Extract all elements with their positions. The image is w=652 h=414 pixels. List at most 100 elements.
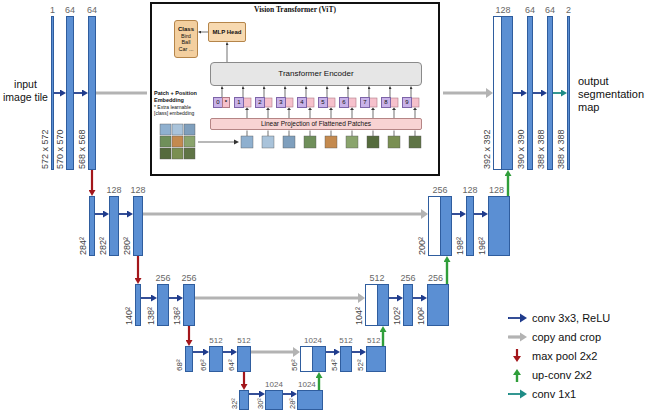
- channel-count: 512: [367, 336, 380, 345]
- legend-arrowhead: [513, 369, 521, 375]
- conv-arrow: [249, 393, 259, 395]
- feature-map-size: 568 x 568: [78, 129, 87, 169]
- patch-link: [247, 131, 248, 137]
- channel-count: 128: [489, 185, 504, 195]
- box-label: Class: [178, 26, 194, 33]
- patch-embedding-tokens: [243, 98, 419, 107]
- legend-arrow-shaft: [508, 335, 521, 338]
- vit-arrow: [411, 89, 412, 97]
- feature-map-size: 30²: [257, 398, 265, 409]
- feature-map-size: 138²: [147, 307, 156, 325]
- source-patch: [172, 136, 183, 147]
- image-patch: [367, 136, 379, 148]
- conv-arrow: [452, 213, 460, 215]
- conv-arrow: [533, 92, 541, 94]
- projection-arrow: [289, 110, 290, 118]
- arrowhead: [245, 108, 249, 111]
- conv-arrow: [119, 213, 127, 215]
- arrowhead: [350, 108, 354, 111]
- up-conv-arrow: [507, 176, 509, 196]
- conv-arrow: [95, 213, 103, 215]
- source-image-grid: [160, 124, 195, 159]
- box-label: 9: [405, 99, 408, 106]
- box-label: 6: [342, 99, 345, 106]
- projection-arrow: [373, 110, 374, 118]
- vit-arrow: [306, 89, 307, 97]
- patch-token: [369, 98, 377, 107]
- channel-count: 256: [428, 273, 443, 283]
- feature-map-bar: 51266²: [209, 346, 223, 372]
- box-label: 8: [384, 99, 387, 106]
- channel-count: 1: [50, 5, 55, 15]
- position-token: 6: [339, 97, 348, 108]
- feature-map-size: 388 x 388: [557, 129, 566, 169]
- conv1x1-arrow: [553, 92, 561, 94]
- max-pool-arrow: [137, 256, 139, 278]
- box-label: 1: [237, 99, 240, 106]
- position-token: 1: [234, 97, 243, 108]
- feature-map-size: 102²: [393, 307, 402, 325]
- feature-map-bar: 284²: [89, 196, 95, 256]
- vit-arrow: [227, 45, 228, 62]
- image-patch: [346, 136, 358, 148]
- feature-map-bar: 64388 x 388: [547, 16, 553, 170]
- legend-text: copy and crop: [532, 331, 601, 343]
- feature-map-size: 282²: [99, 237, 108, 255]
- channel-count: 2: [566, 5, 571, 15]
- arrowhead: [266, 108, 270, 111]
- vit-arrow: [222, 89, 223, 97]
- vit-arrow: [243, 89, 244, 97]
- mlp-head-box: MLP Head: [208, 22, 246, 42]
- box-label: 4: [300, 99, 303, 106]
- max-pool-arrow: [243, 372, 245, 384]
- copy-crop-arrow: [251, 350, 293, 353]
- feature-map-size: 140²: [125, 307, 134, 325]
- conv-arrow: [223, 351, 231, 353]
- patch-link: [289, 131, 290, 137]
- feature-map-bar: 102428²: [297, 390, 323, 410]
- feature-map-bar: 51254²: [340, 346, 352, 372]
- legend-row: conv 1x1: [506, 384, 610, 403]
- patch-token: [390, 98, 398, 107]
- feature-map-size: 280²: [123, 237, 132, 255]
- channel-count: 256: [400, 273, 415, 283]
- legend-row: max pool 2x2: [506, 346, 610, 365]
- legend-arrow-shaft: [508, 317, 521, 319]
- caption-label: * Extra learnable [class] embedding: [154, 104, 200, 116]
- legend-arrow-sample: [506, 311, 528, 325]
- position-token: 7: [360, 97, 369, 108]
- conv-arrow: [193, 351, 203, 353]
- box-label: 0: [216, 99, 219, 106]
- patch-split-arrow: [198, 142, 235, 143]
- feature-map-bar: 128196²: [488, 196, 510, 256]
- projection-arrow: [268, 110, 269, 118]
- position-token: 5: [318, 97, 327, 108]
- legend-arrowhead: [520, 389, 527, 398]
- feature-map-size: 388 x 388: [537, 129, 546, 169]
- max-pool-arrow: [91, 170, 93, 190]
- patch-link: [394, 131, 395, 137]
- image-patch: [388, 136, 400, 148]
- box-label: MLP Head: [213, 29, 242, 36]
- vit-arrow: [390, 89, 391, 97]
- feature-map-bar: 256136²: [183, 284, 195, 326]
- patch-link: [415, 131, 416, 137]
- feature-map-size: 32²: [231, 398, 239, 409]
- class-token: *: [222, 97, 230, 108]
- feature-map-bar: 140²: [135, 284, 141, 326]
- channel-count: 64: [87, 5, 97, 15]
- channel-count: 64: [65, 5, 75, 15]
- patch-token: [327, 98, 335, 107]
- legend-arrow-sample: [506, 368, 528, 382]
- projection-box: Linear Projection of Flattened Patches: [210, 118, 422, 130]
- copy-crop-arrow: [195, 296, 358, 299]
- arrowhead: [234, 140, 239, 145]
- conv-arrow: [389, 297, 397, 299]
- feature-map-bar: 64570 x 570: [66, 16, 74, 170]
- projection-arrow: [247, 110, 248, 118]
- channel-count: 512: [209, 336, 222, 345]
- patch-link: [331, 131, 332, 137]
- feature-map-bar: 256102²: [403, 284, 413, 326]
- source-patch: [184, 136, 195, 147]
